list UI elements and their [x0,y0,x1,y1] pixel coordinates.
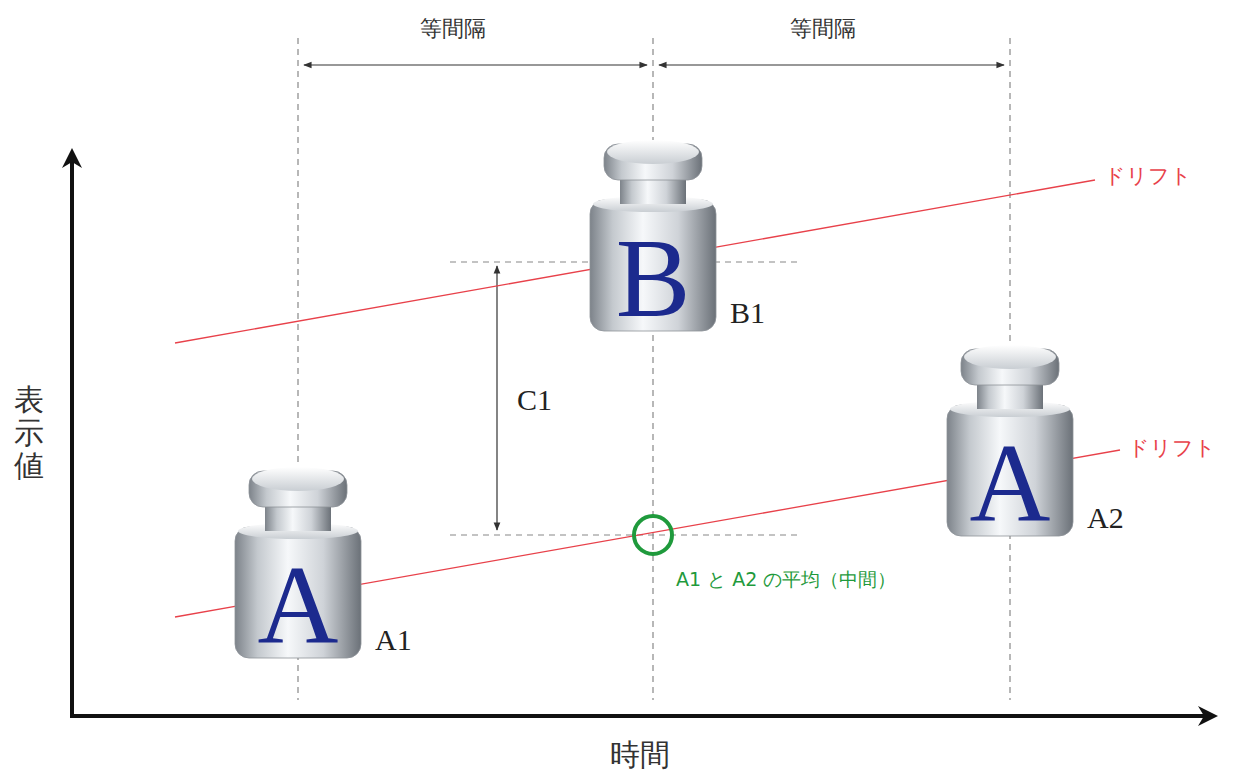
weight-label: A1 [375,623,412,657]
weight-node: AA2 [945,343,1075,538]
weight-label: B1 [730,296,765,330]
weight-knob-top [964,345,1056,369]
interval-arrow [304,64,647,65]
weight-node: BB1 [588,138,718,333]
weight-label: A2 [1087,501,1124,535]
y-axis-title: 表示値 [14,383,44,482]
difference-arrow [496,266,497,530]
drift-line [175,180,1095,343]
x-axis [70,714,1214,718]
drift-label: ドリフト [1128,436,1216,461]
guide-lines [298,38,1010,700]
y-axis [70,152,74,716]
average-label: A1 と A2 の平均（中間） [676,568,896,591]
weight-letter: B [588,222,718,334]
interval-arrows [304,65,1004,530]
interval-arrow [659,64,1004,65]
interval-label: 等間隔 [790,16,856,42]
weight-node: AA1 [233,465,363,660]
drift-label: ドリフト [1104,164,1192,189]
weight-knob-top [607,140,699,164]
average-marker [634,516,672,554]
weight-letter: A [945,427,1075,539]
weight-knob-top [252,467,344,491]
x-axis-title: 時間 [610,737,670,773]
interval-label: 等間隔 [420,16,486,42]
difference-label: C1 [517,382,552,418]
weight-letter: A [233,549,363,661]
axes [70,152,1214,716]
dashed-guide [652,38,653,700]
dashed-guide [450,534,800,535]
